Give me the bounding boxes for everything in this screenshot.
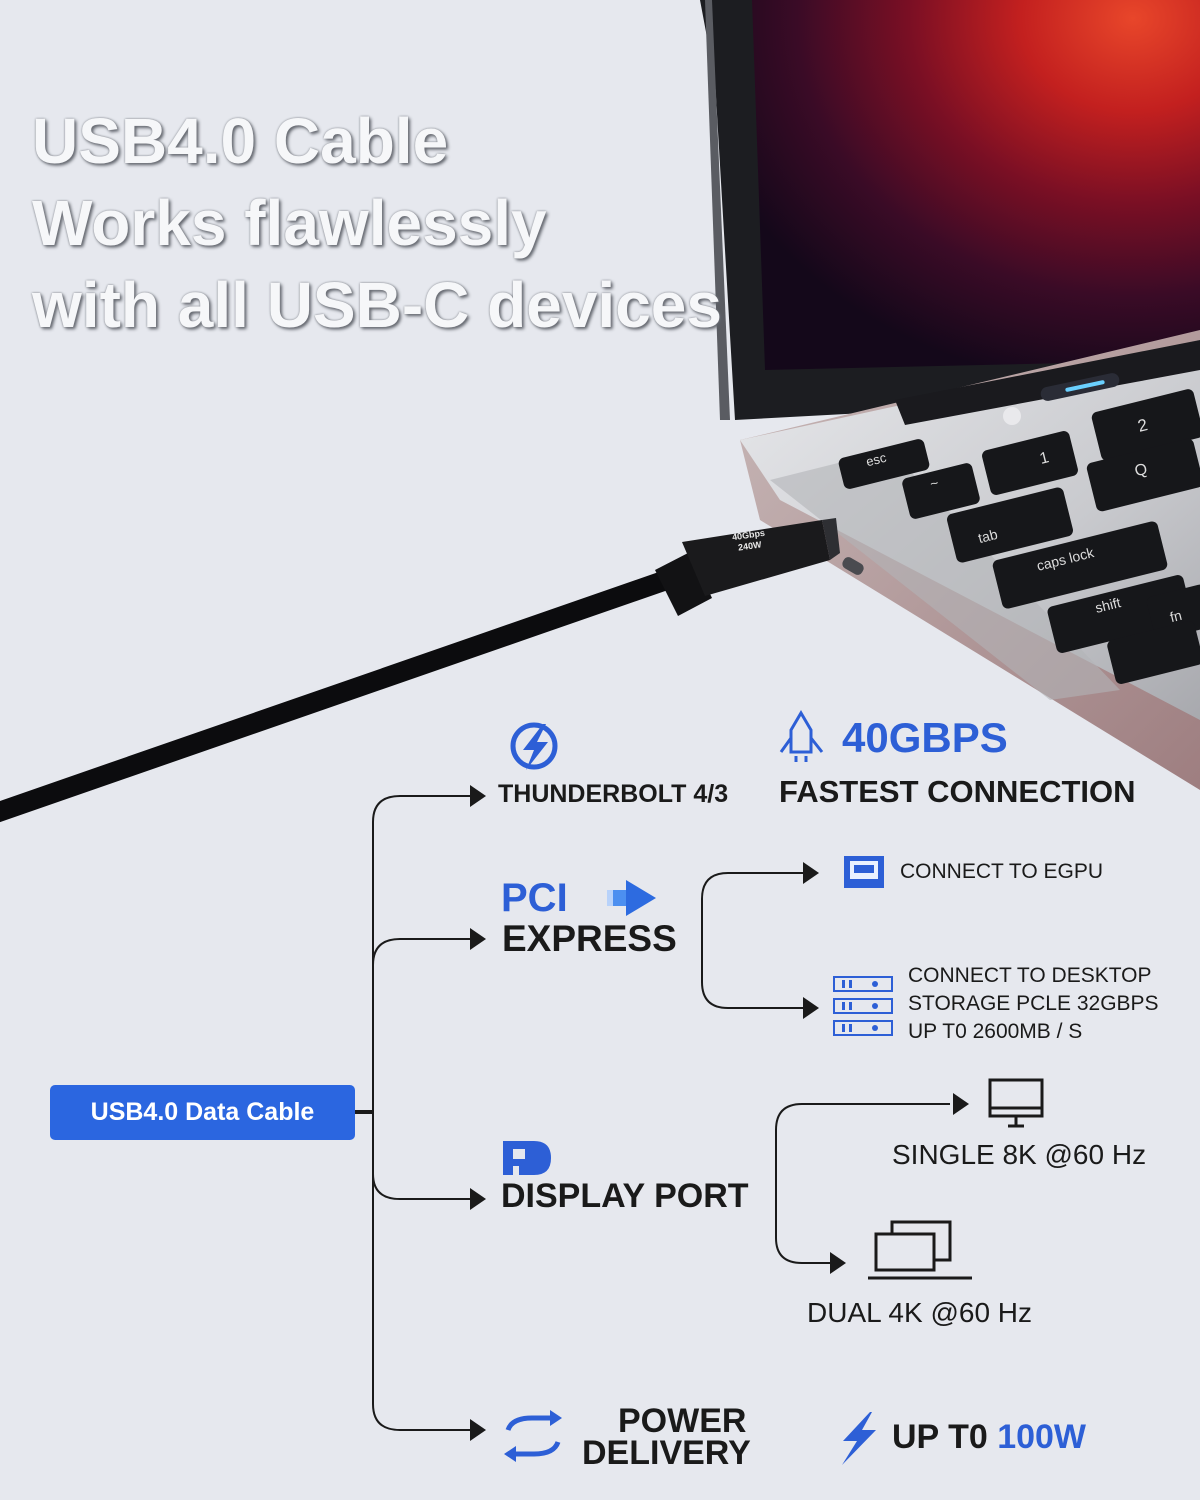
up-to-label: UP T0: [892, 1418, 988, 1456]
arrow-thunderbolt: [470, 785, 486, 807]
pci-label: PCI: [501, 876, 568, 920]
touch-id-icon: [1003, 407, 1021, 425]
power-output: UP T0 100W: [892, 1418, 1086, 1457]
delivery-label: DELIVERY: [582, 1434, 751, 1472]
arrow-power: [470, 1419, 486, 1441]
headline-line-2: Works flawlessly: [32, 187, 547, 259]
arrow-display: [470, 1188, 486, 1210]
storage-line-3: UP T0 2600MB / S: [908, 1020, 1083, 1043]
headline: USB4.0 Cable Works flawlessly with all U…: [32, 100, 722, 346]
single-8k-label: SINGLE 8K @60 Hz: [892, 1139, 1147, 1170]
storage-line-1: CONNECT TO DESKTOP: [908, 964, 1152, 987]
arrow-pci: [470, 928, 486, 950]
usb-cable: [0, 518, 840, 823]
usb4-data-cable-badge: USB4.0 Data Cable: [50, 1085, 355, 1140]
dual-4k-label: DUAL 4K @60 Hz: [807, 1297, 1033, 1328]
arrow-storage: [803, 997, 819, 1019]
storage-line-2: STORAGE PCLE 32GBPS: [908, 992, 1159, 1015]
keyboard: [838, 389, 1200, 684]
display-port-label: DISPLAY PORT: [501, 1177, 749, 1215]
power-label: POWER: [618, 1402, 747, 1440]
usb-c-port: [842, 557, 864, 575]
headline-line-1: USB4.0 Cable: [32, 105, 449, 177]
arrow-dual-4k: [830, 1252, 846, 1274]
speed-caption: FASTEST CONNECTION: [779, 774, 1136, 809]
egpu-label: CONNECT TO EGPU: [900, 860, 1104, 883]
thunderbolt-label: THUNDERBOLT 4/3: [498, 780, 729, 808]
watts-value: 100W: [997, 1418, 1087, 1456]
speed-value: 40GBPS: [842, 714, 1008, 761]
laptop-screen: [700, 0, 1200, 420]
headline-line-3: with all USB-C devices: [32, 269, 722, 341]
arrow-single-8k: [953, 1093, 969, 1115]
pci-express-label: EXPRESS: [502, 918, 677, 959]
arrow-egpu: [803, 862, 819, 884]
